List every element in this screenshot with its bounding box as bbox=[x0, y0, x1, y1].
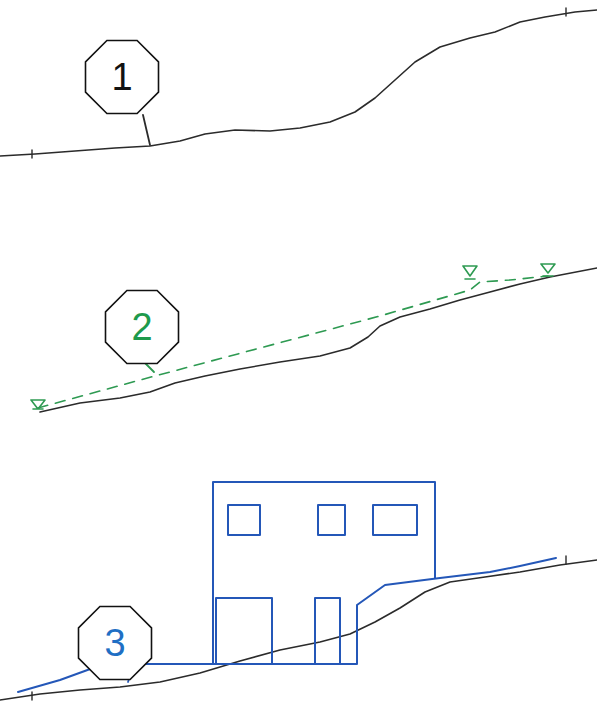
water-table-symbol bbox=[31, 264, 555, 409]
water-table bbox=[38, 276, 548, 408]
building-outline bbox=[213, 482, 435, 664]
callout-number: 2 bbox=[101, 286, 183, 368]
callout-octagon: 2 bbox=[101, 286, 183, 368]
ground-profile bbox=[0, 560, 597, 700]
callout-octagon: 1 bbox=[81, 36, 163, 118]
excavated-profile bbox=[18, 558, 556, 692]
window bbox=[228, 505, 417, 535]
callout-octagon: 3 bbox=[74, 602, 156, 684]
ground-profile bbox=[0, 10, 597, 156]
door bbox=[216, 598, 340, 664]
ground-profile bbox=[40, 268, 597, 412]
callout-number: 3 bbox=[74, 602, 156, 684]
callout-number: 1 bbox=[81, 36, 163, 118]
leader-line bbox=[143, 115, 150, 145]
tick bbox=[32, 8, 566, 158]
tick bbox=[32, 556, 566, 700]
